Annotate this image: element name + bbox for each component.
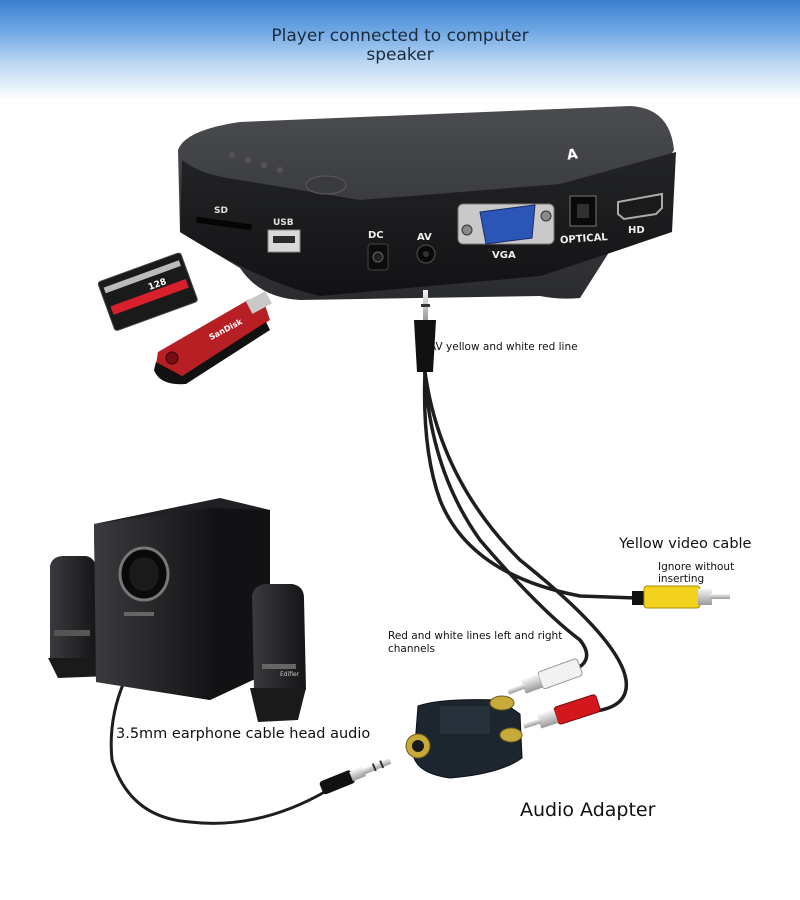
- ignore-note-line-2: inserting: [658, 573, 705, 585]
- title-line-2: speaker: [366, 45, 434, 65]
- diagram-title: Player connected to computer speaker: [0, 27, 800, 65]
- red-white-label-line-2: channels: [388, 643, 436, 655]
- port-label-av: AV: [417, 232, 432, 243]
- ignore-note: Ignore without inserting: [658, 561, 734, 585]
- port-label-vga: VGA: [492, 250, 516, 261]
- port-label-optical: OPTICAL: [560, 232, 609, 246]
- earphone-plug: [319, 758, 392, 795]
- red-white-label: Red and white lines left and right chann…: [388, 630, 562, 656]
- earphone-cable-label: 3.5mm earphone cable head audio: [116, 726, 371, 742]
- brand-mark: A: [566, 146, 579, 163]
- av-cable: [109, 370, 638, 825]
- yellow-cable-label: Yellow video cable: [619, 536, 752, 552]
- audio-adapter-label: Audio Adapter: [520, 799, 656, 821]
- red-audio-plug: [522, 694, 601, 729]
- subwoofer: [94, 498, 270, 700]
- sd-card: 128: [97, 252, 198, 331]
- media-player: A SD USB DC AV VGA OPTICAL HD: [178, 106, 676, 300]
- av-jack-plug: [414, 290, 436, 372]
- left-satellite-speaker: [48, 556, 110, 678]
- title-line-1: Player connected to computer: [271, 26, 529, 46]
- computer-speakers: Edifier: [48, 498, 306, 722]
- port-label-hd: HD: [628, 225, 645, 236]
- av-cable-label: AV yellow and white red line: [429, 341, 578, 353]
- audio-adapter: [405, 695, 523, 779]
- port-label-dc: DC: [368, 230, 384, 241]
- yellow-video-plug: [632, 585, 730, 609]
- ignore-note-line-1: Ignore without: [658, 561, 735, 573]
- right-satellite-speaker: [250, 584, 306, 722]
- vga-port: [457, 203, 555, 245]
- port-label-sd: SD: [214, 206, 228, 216]
- optical-port: [569, 195, 597, 227]
- usb-drive: SanDisk: [154, 291, 272, 385]
- white-audio-plug: [507, 658, 583, 695]
- sd-slot: [195, 216, 253, 231]
- port-label-usb: USB: [273, 218, 294, 228]
- speaker-brand: Edifier: [280, 671, 300, 678]
- title-banner: [0, 0, 800, 100]
- hdmi-port: [617, 192, 663, 221]
- red-white-label-line-1: Red and white lines left and right: [388, 630, 563, 642]
